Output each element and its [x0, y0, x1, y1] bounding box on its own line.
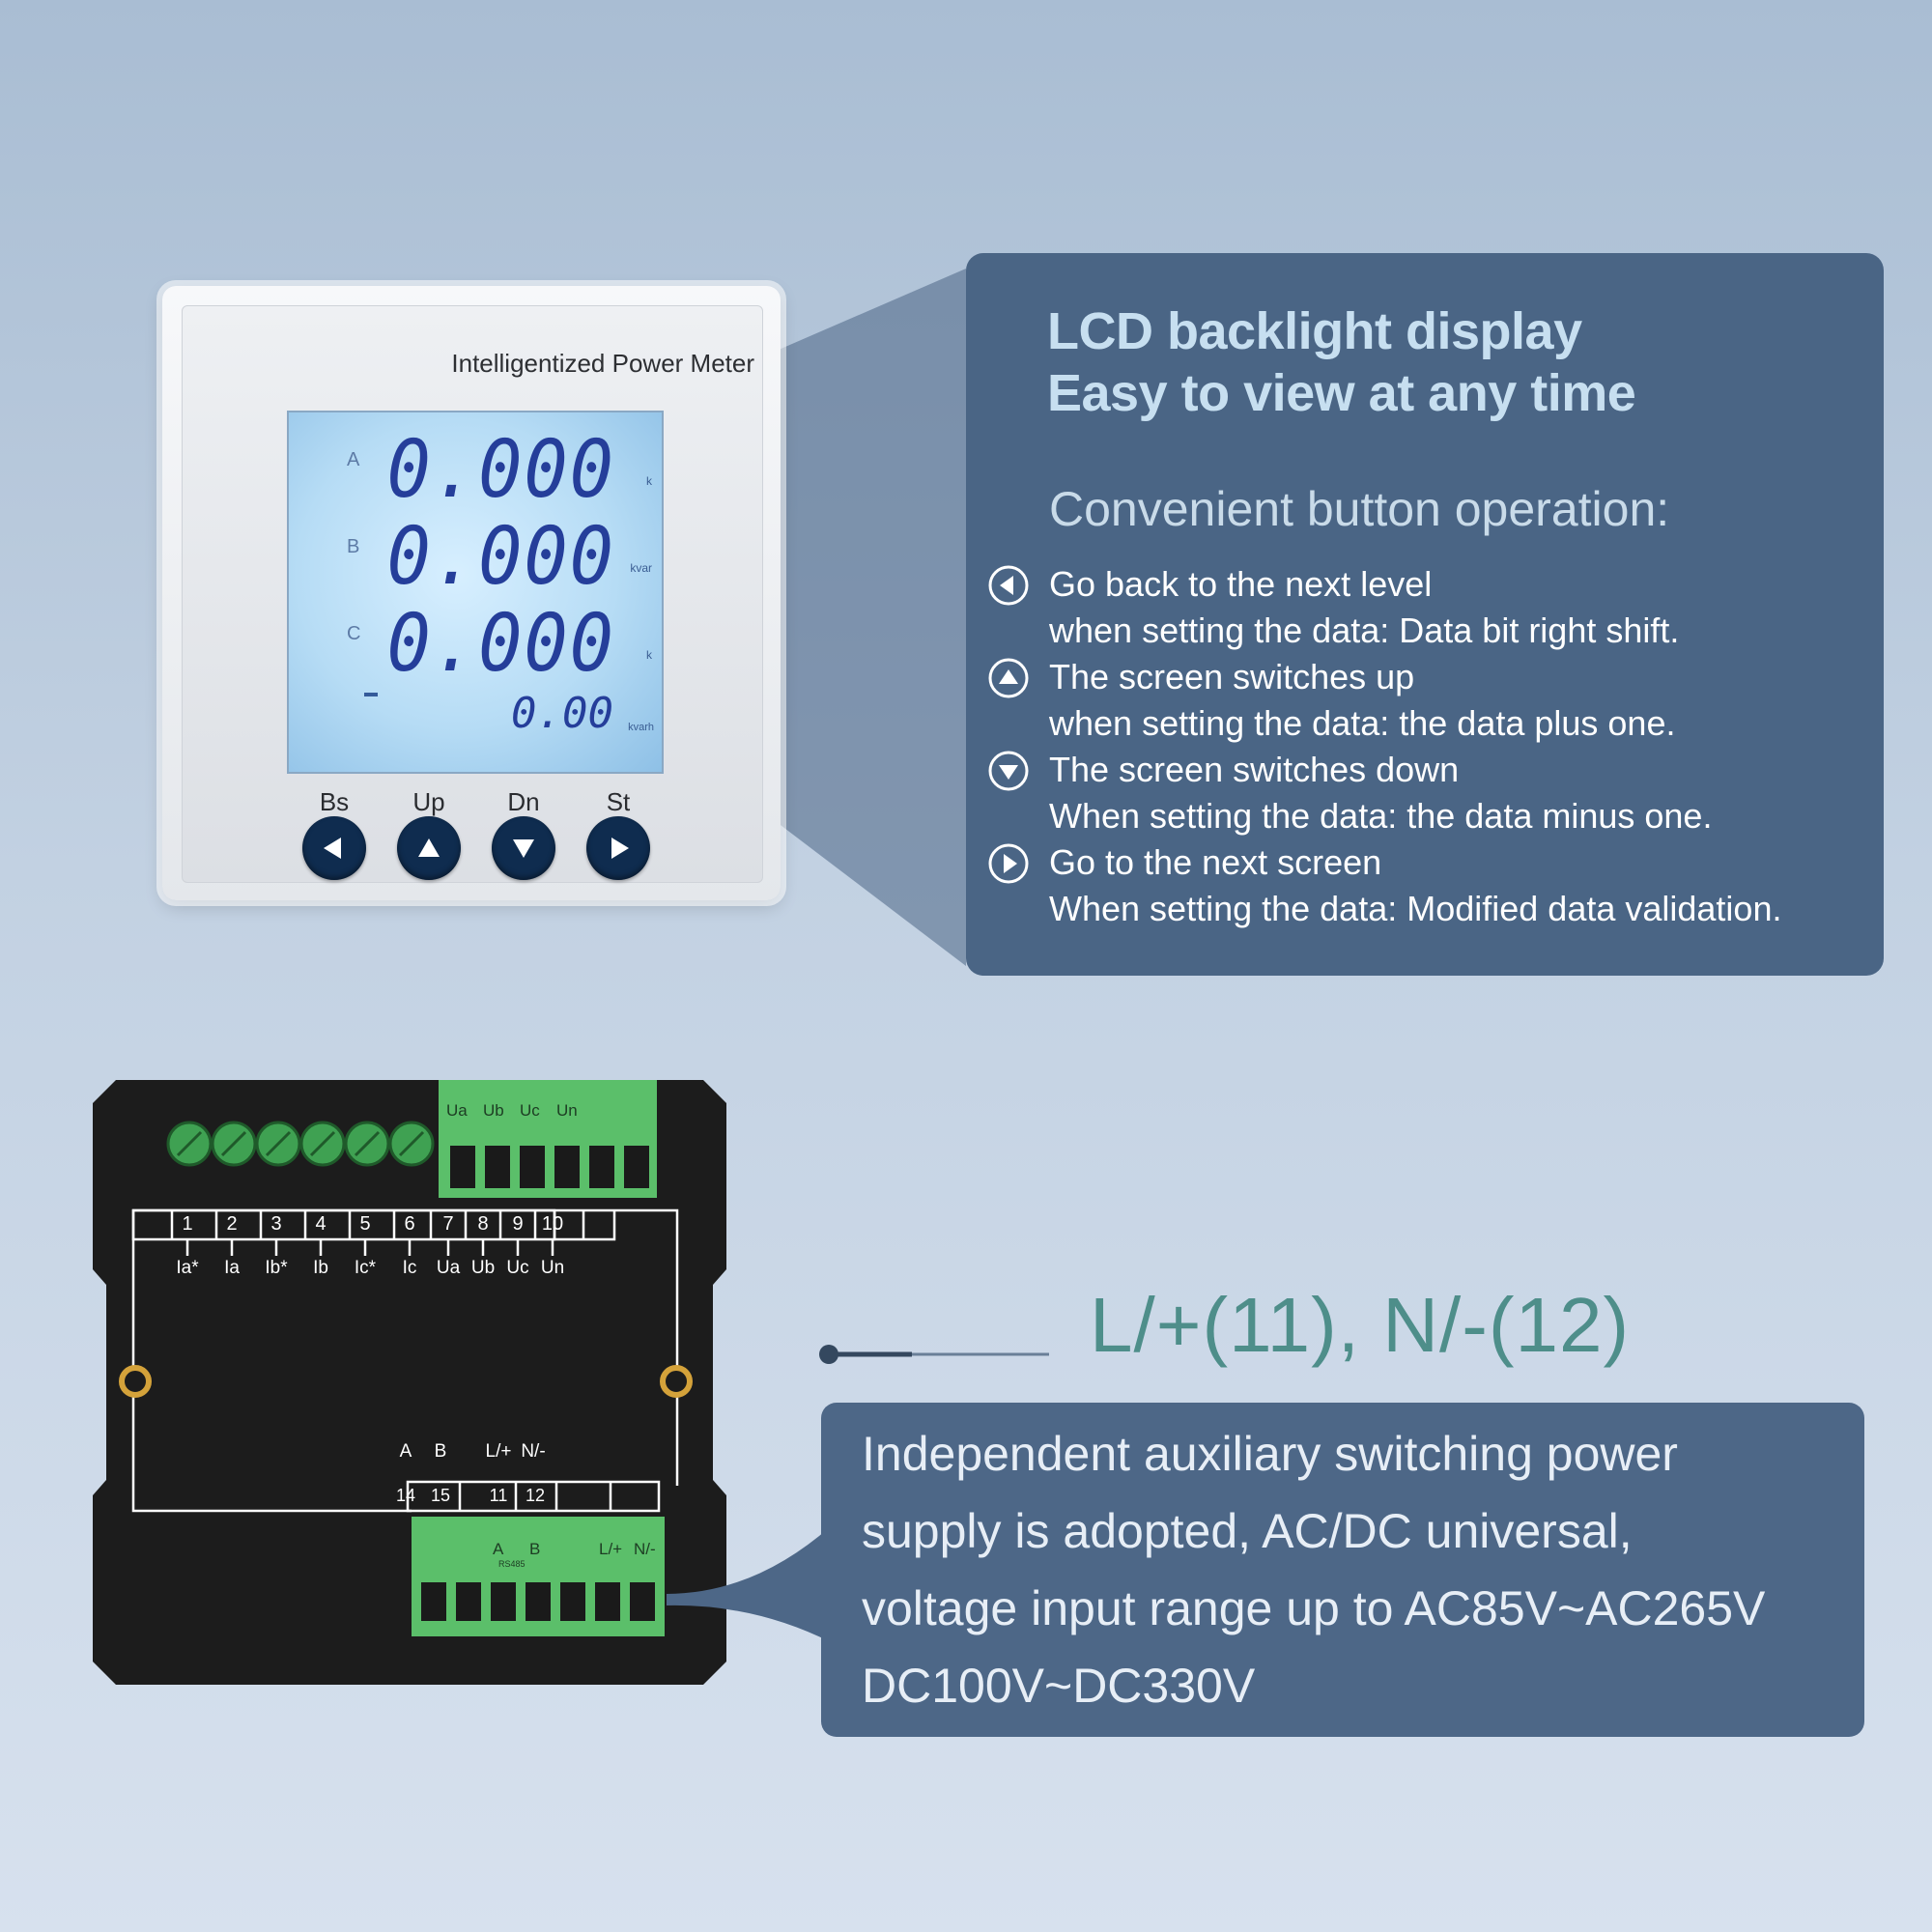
power-l-label: L/+ [485, 1441, 512, 1462]
power-info-line-4: DC100V~DC330V [862, 1659, 1256, 1713]
lcd-unit: k [646, 648, 652, 662]
lcd-row-a: A 0.000 k [289, 420, 662, 516]
lcd-value: 0.000 [386, 598, 615, 690]
operation-4-line-1: Go to the next screen [1049, 842, 1382, 882]
lcd-row-b: B 0.000 kvar [289, 507, 662, 603]
green-block-label: L/+ [599, 1540, 623, 1558]
terminal-label: Ia* [176, 1258, 199, 1278]
lcd-unit: kvar [630, 561, 652, 575]
bs-button[interactable] [302, 816, 366, 880]
rs485-b-label: B [434, 1441, 447, 1462]
button-label-up: Up [412, 787, 445, 816]
up-arrow-icon [418, 838, 440, 857]
terminal-number: 12 [525, 1486, 546, 1505]
terminal-number: 8 [477, 1213, 489, 1235]
power-n-label: N/- [521, 1441, 546, 1462]
operation-1-line-2: when setting the data: Data bit right sh… [1049, 611, 1680, 650]
terminal-number: 14 [395, 1486, 416, 1505]
terminal-label: Uc [506, 1258, 529, 1278]
left-arrow-icon [324, 838, 341, 859]
heading-line-2: Easy to view at any time [1047, 364, 1636, 422]
operation-3-line-1: The screen switches down [1049, 750, 1460, 789]
terminal-number: 1 [182, 1213, 193, 1235]
meter-front-panel: Intelligentized Power Meter A 0.000 k B … [162, 286, 781, 900]
terminal-number: 9 [512, 1213, 524, 1235]
power-terminal-title: L/+(11), N/-(12) [1090, 1282, 1631, 1368]
lcd-row-label: C [347, 623, 361, 644]
terminal-label-un: Un [556, 1101, 578, 1120]
operation-2-line-2: when setting the data: the data plus one… [1049, 703, 1676, 743]
terminal-number: 7 [442, 1213, 454, 1235]
terminal-label: Ia [224, 1258, 240, 1278]
lcd-row-label: A [347, 449, 360, 470]
lcd-row-c: C 0.000 k [289, 594, 662, 690]
power-info-box: Independent auxiliary switching power su… [821, 1403, 1864, 1737]
terminal-label: Ua [436, 1258, 461, 1278]
operation-3-line-2: When setting the data: the data minus on… [1049, 796, 1713, 836]
terminal-label: Ub [470, 1258, 496, 1278]
terminal-number: 15 [430, 1486, 451, 1505]
terminal-label-ub: Ub [483, 1101, 504, 1120]
right-circle-icon [988, 843, 1029, 884]
right-arrow-icon [611, 838, 629, 859]
down-arrow-icon [513, 839, 534, 858]
power-info-line-1: Independent auxiliary switching power [862, 1427, 1678, 1481]
rs485-a-label: A [399, 1441, 412, 1462]
lcd-value: 0.000 [386, 424, 615, 516]
lcd-energy-unit: kvarh [628, 722, 654, 733]
power-info-line-3: voltage input range up to AC85V~AC265V [862, 1581, 1766, 1635]
terminal-number: 2 [226, 1213, 238, 1235]
down-circle-icon [988, 751, 1029, 791]
terminal-number: 5 [359, 1213, 371, 1235]
terminal-number: 11 [489, 1486, 508, 1505]
terminal-number: 10 [541, 1213, 564, 1235]
lcd-minus-sign [364, 693, 378, 696]
up-button[interactable] [397, 816, 461, 880]
dn-button[interactable] [492, 816, 555, 880]
left-circle-icon [988, 565, 1029, 606]
button-label-st: St [606, 787, 631, 816]
terminal-number: 4 [315, 1213, 327, 1235]
rear-housing [93, 1080, 726, 1685]
meter-faceplate: Intelligentized Power Meter A 0.000 k B … [182, 305, 763, 883]
lcd-screen: A 0.000 k B 0.000 kvar C 0.000 k 0.00 kv… [287, 411, 664, 774]
button-label-dn: Dn [507, 787, 540, 816]
display-info-box: LCD backlight display Easy to view at an… [966, 253, 1884, 976]
terminal-label-uc: Uc [520, 1101, 540, 1120]
operation-4-line-2: When setting the data: Modified data val… [1049, 889, 1782, 928]
operation-2-line-1: The screen switches up [1049, 657, 1415, 696]
terminal-label-ua: Ua [446, 1101, 468, 1120]
green-block-label: N/- [634, 1540, 656, 1558]
lcd-row-label: B [347, 536, 360, 557]
lcd-energy-value: 0.00 [511, 689, 613, 738]
meter-rear-panel: Ua Ub Uc Un 1 2 3 4 5 6 7 8 9 10 Ia* Ia … [93, 1080, 726, 1685]
terminal-label: Ic [402, 1258, 417, 1278]
green-block-label: A [493, 1540, 504, 1558]
button-label-bs: Bs [319, 787, 350, 816]
terminal-number: 6 [404, 1213, 415, 1235]
lcd-unit: k [646, 474, 652, 488]
heading-line-1: LCD backlight display [1047, 302, 1582, 360]
operation-1-line-1: Go back to the next level [1049, 564, 1433, 604]
terminal-label: Ib* [265, 1258, 288, 1278]
operation-title: Convenient button operation: [1049, 482, 1670, 536]
terminal-label: Un [540, 1258, 565, 1278]
terminal-label: Ic* [354, 1258, 377, 1278]
st-button[interactable] [586, 816, 650, 880]
panel-title: Intelligentized Power Meter [451, 349, 754, 378]
lcd-value: 0.000 [386, 511, 615, 603]
power-info-line-2: supply is adopted, AC/DC universal, [862, 1504, 1633, 1558]
terminal-number: 3 [270, 1213, 282, 1235]
up-circle-icon [988, 658, 1029, 698]
green-block-sublabel: RS485 [498, 1559, 526, 1569]
green-block-label: B [529, 1540, 541, 1558]
terminal-label: Ib [313, 1258, 328, 1278]
